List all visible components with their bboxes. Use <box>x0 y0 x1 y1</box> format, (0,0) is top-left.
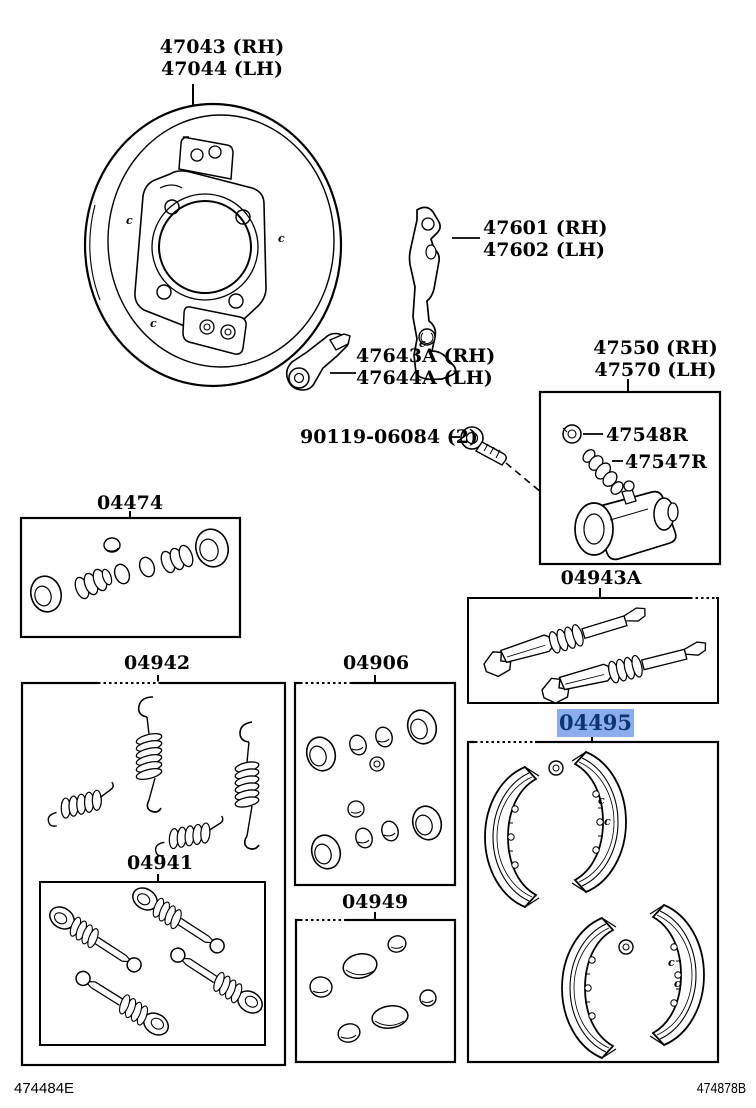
shoe-spring-short-1 <box>47 781 114 827</box>
bleeder-plug-drawing <box>582 449 624 495</box>
callout-04941[interactable]: 04941 <box>126 852 194 874</box>
callout-04495-highlighted[interactable]: 04495 <box>557 709 634 737</box>
clip-mark: c <box>604 815 611 828</box>
callout-04949[interactable]: 04949 <box>341 891 409 913</box>
callout-90119-06084[interactable]: 90119-06084 (2) <box>300 426 478 448</box>
callout-line: 47643A (RH) <box>356 345 496 367</box>
callout-04906[interactable]: 04906 <box>342 652 410 674</box>
parking-lever-drawing: c <box>285 328 436 391</box>
clip-mark: c <box>668 956 675 969</box>
callout-04474[interactable]: 04474 <box>96 492 164 514</box>
callout-47548r[interactable]: 47548R <box>606 424 688 446</box>
callout-47601-47602[interactable]: 47601 (RH) 47602 (LH) <box>483 217 607 261</box>
brake-shoe-kit-parts: c c c c <box>484 751 705 1059</box>
clip-mark: c <box>126 214 133 227</box>
clip-mark: c <box>150 317 157 330</box>
callout-47043-47044[interactable]: 47043 (RH) 47044 (LH) <box>147 36 297 80</box>
callout-04943a[interactable]: 04943A <box>560 567 642 589</box>
callout-line: 47044 (LH) <box>160 58 283 80</box>
wheel-cylinder-drawing <box>574 480 679 561</box>
callout-line: 47601 (RH) <box>483 217 608 239</box>
clip-mark: c <box>598 794 605 807</box>
callout-47547r[interactable]: 47547R <box>625 451 707 473</box>
callout-line: 47550 (RH) <box>593 337 718 359</box>
bolt-drawing <box>451 426 561 509</box>
callout-line: 47043 (RH) <box>159 36 285 58</box>
callout-line: 47644A (LH) <box>356 367 493 389</box>
plug-kit-parts <box>309 935 437 1043</box>
drawing-code-left: 474484E <box>14 1080 75 1097</box>
callout-line: 47570 (LH) <box>594 359 717 381</box>
callout-04942[interactable]: 04942 <box>123 652 191 674</box>
callout-line: 47602 (LH) <box>483 239 606 261</box>
clip-mark: c <box>419 337 426 350</box>
adjuster-kit-box <box>467 588 719 704</box>
dotted-edge-accents <box>98 596 716 922</box>
bleeder-cap-drawing <box>562 424 603 444</box>
clip-mark: c <box>278 232 285 245</box>
callout-47643a-47644a[interactable]: 47643A (RH) 47644A (LH) <box>356 345 495 389</box>
return-spring-long-1 <box>135 696 163 813</box>
callout-47550-47570[interactable]: 47550 (RH) 47570 (LH) <box>583 337 728 381</box>
cylinder-kit-parts <box>29 528 230 613</box>
return-spring-long-2 <box>234 721 260 850</box>
cup-kit-parts <box>305 709 443 870</box>
shoe-spring-short-2 <box>154 815 224 857</box>
drawing-code-right: 474878B <box>696 1080 746 1097</box>
backing-plate-drawing: c c c <box>83 84 343 388</box>
clip-mark: c <box>674 977 681 990</box>
